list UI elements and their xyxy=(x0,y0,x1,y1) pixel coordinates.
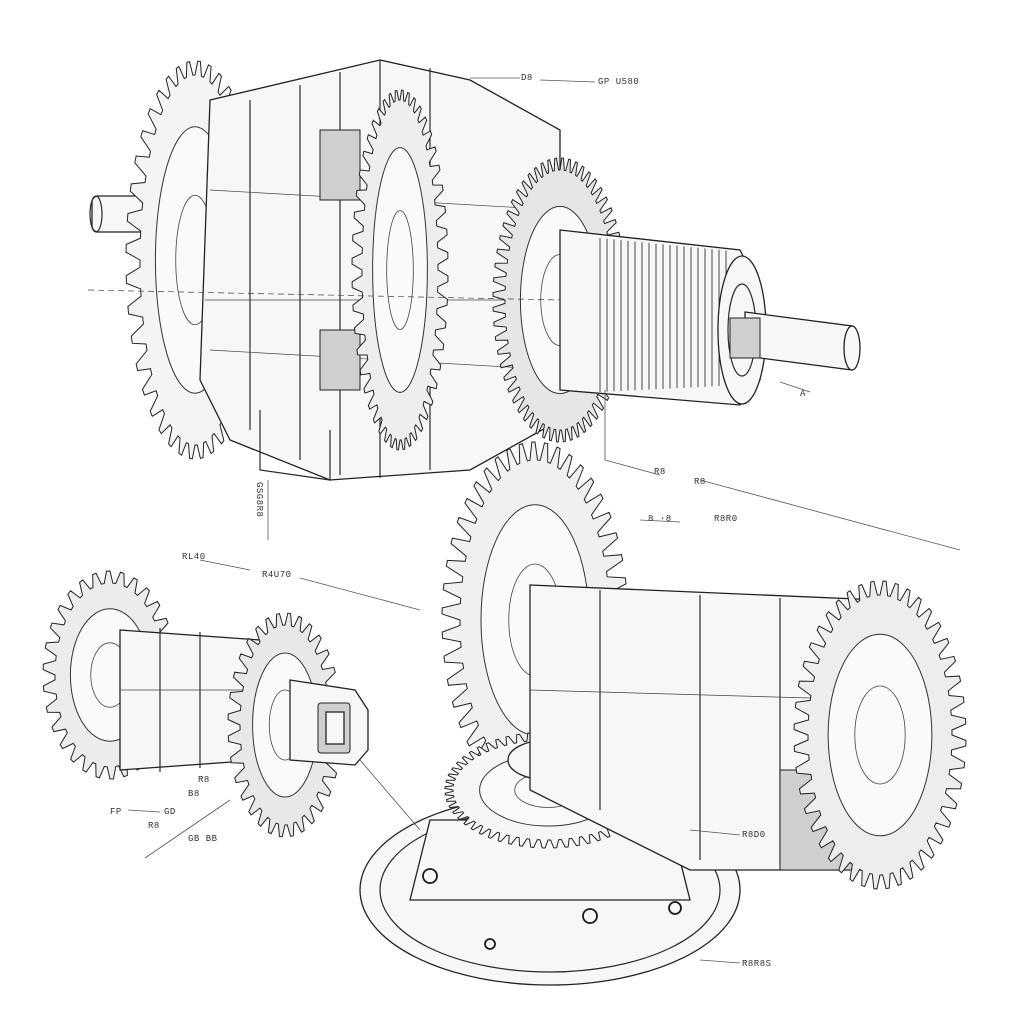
callout-mid-2: R8 xyxy=(694,477,706,487)
top-right-output-shaft xyxy=(729,311,861,371)
top-threaded-spindle xyxy=(559,229,767,406)
small-gear-shaft-assembly xyxy=(42,570,369,838)
callout-mid-1: R8 xyxy=(654,467,666,477)
callout-small-4: FP xyxy=(110,807,122,817)
callout-bottom-2: R8R8S xyxy=(742,959,772,969)
callout-left-1: RL40 xyxy=(182,552,206,562)
callout-small-6: GB BB xyxy=(188,834,218,844)
top-middle-gear-band xyxy=(351,89,449,451)
callout-bottom-1: R8D0 xyxy=(742,830,766,840)
bottom-gear-assembly xyxy=(359,441,967,986)
callout-small-1: R8 xyxy=(198,775,210,785)
callout-mid-4: R8R0 xyxy=(714,514,738,524)
callout-mid-a: A xyxy=(800,389,806,399)
bottom-right-face-gear xyxy=(793,580,967,890)
callout-top-2: GP U580 xyxy=(598,77,640,87)
callout-small-2: B8 xyxy=(188,789,200,799)
callout-small-5: R8 xyxy=(148,821,160,831)
top-gear-shaft-assembly xyxy=(87,59,861,481)
callout-mid-3: 8 ·8 xyxy=(648,514,672,524)
small-hex-hub xyxy=(289,679,369,766)
callout-top-1: D8 xyxy=(521,73,533,83)
callout-small-3: GD xyxy=(164,807,176,817)
callout-vertical-1: GSG8R8 xyxy=(254,482,264,518)
leader-lines xyxy=(127,77,961,964)
callout-left-2: R4U70 xyxy=(262,570,292,580)
